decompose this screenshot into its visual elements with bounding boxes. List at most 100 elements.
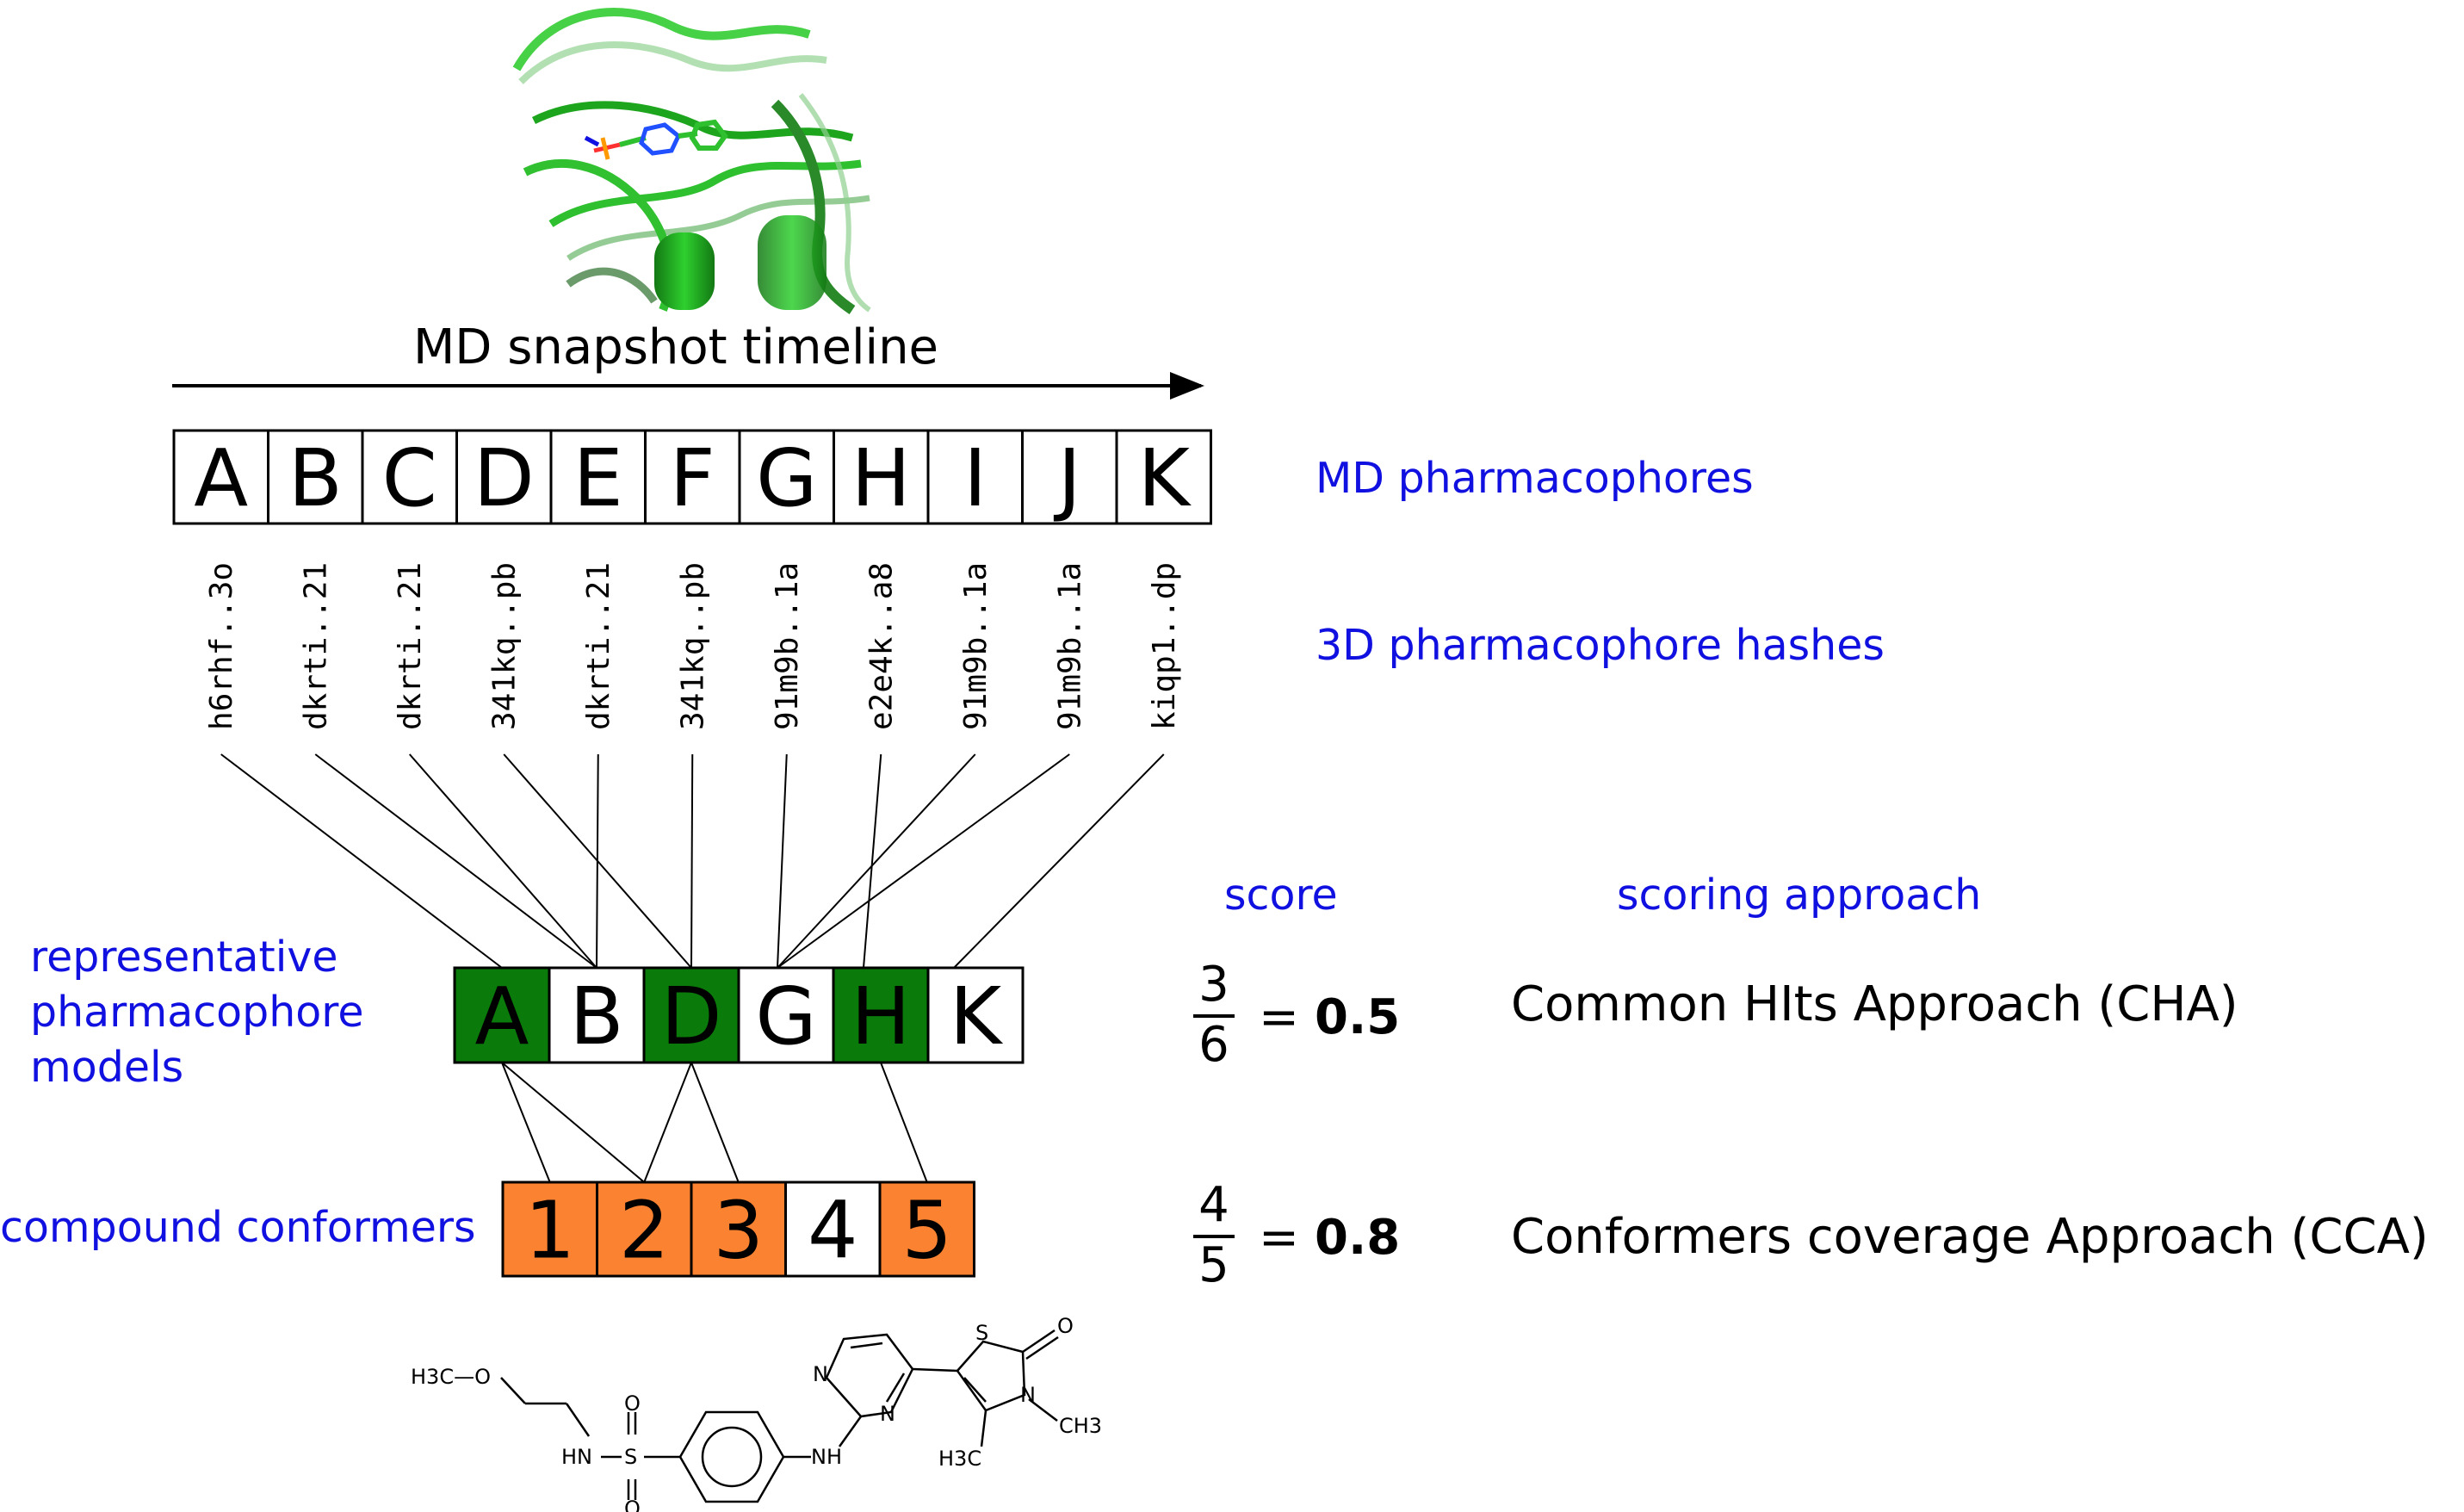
thiazole-s-label: S [975,1321,988,1345]
timeline-title: MD snapshot timeline [413,319,938,375]
cha-numerator: 3 [1198,957,1229,1013]
hash-label: dkrti..21 [393,562,428,730]
snapshot-link [314,753,597,969]
snapshot-label: E [573,432,623,524]
snapshot-box-K: K [1115,429,1212,525]
conformer-label: 5 [901,1185,952,1277]
representative-label: D [661,970,722,1063]
c-methyl-label: H3C [938,1447,981,1471]
nh-label: NH [811,1445,842,1469]
snapshot-box-F: F [644,429,741,525]
conformer-box-1: 1 [501,1180,598,1278]
representative-box-A: A [453,966,551,1064]
hash-label: 91m9b..1a [770,562,805,730]
conformer-links [501,1062,928,1183]
conformer-link [690,1062,740,1183]
representative-box-G: G [737,966,835,1064]
conformer-box-5: 5 [878,1180,975,1278]
methoxy-label: H3C—O [411,1365,491,1389]
hash-label: 341kq..pb [675,562,710,730]
score-header: score [1224,871,1338,920]
n-methyl-label: CH3 [1059,1414,1102,1438]
conformer-link [501,1062,551,1183]
hash-label: 341kq..pb [486,562,522,730]
representative-box-H: H [832,966,930,1064]
snapshot-label: F [670,432,715,524]
protein-structure-icon [504,0,874,314]
hash-label: dkrti..21 [581,562,616,730]
hash-label: 91m9b..1a [1052,562,1087,730]
conformer-link [501,1062,645,1183]
snapshot-label: I [963,432,987,524]
conformer-link [880,1062,928,1183]
ligand-icon [584,119,728,160]
snapshot-label: G [756,432,817,524]
snapshot-link [408,753,597,969]
representative-box-D: D [642,966,740,1064]
representative-label: A [475,970,529,1063]
representative-label: B [569,970,623,1063]
snapshot-links [220,753,1165,969]
cha-equals: = [1259,989,1299,1045]
cca-numerator: 4 [1198,1177,1229,1233]
snapshot-link [953,753,1165,969]
hash-label: h6rhf..3o [204,562,239,730]
cha-denominator: 6 [1198,1017,1229,1073]
conformer-box-4: 4 [784,1180,882,1278]
snapshot-link [220,753,503,969]
hashes-label: 3D pharmacophore hashes [1316,621,1885,670]
representative-box-K: K [926,966,1025,1064]
cca-approach: Conformers coverage Approach (CCA) [1511,1209,2429,1265]
conformer-label: 1 [524,1185,575,1277]
snapshot-label: H [851,432,911,524]
hash-label: e2e4k..a8 [864,562,899,730]
cca-score: 4 5 = 0.8 Conformers coverage Approach (… [1193,1177,2429,1293]
representative-label-line1: representative [30,933,337,982]
hash-row: h6rhf..3o dkrti..21 dkrti..21 341kq..pb dkrt… [204,562,1182,730]
pyrimidine-n1-label: N [813,1362,828,1386]
thiazole-n-label: N [1020,1383,1036,1407]
snapshot-box-D: D [455,429,553,525]
cha-value: 0.5 [1315,989,1400,1045]
hash-label: 91m9b..1a [958,562,994,730]
representative-label-line2: pharmacophore [30,988,364,1037]
cca-denominator: 5 [1198,1237,1229,1293]
scoring-approach-header: scoring approach [1617,871,1981,920]
compound-conformers-label: compound conformers [0,1203,476,1252]
representative-label: K [950,970,1004,1063]
representative-box-B: B [548,966,646,1064]
cca-equals: = [1259,1210,1299,1266]
conformer-label: 2 [619,1185,670,1277]
hash-label: kiqp1..dp [1147,562,1182,730]
md-pharmacophores-label: MD pharmacophores [1316,454,1754,503]
representative-label: H [851,970,910,1063]
representative-label-line3: models [30,1043,183,1092]
cha-approach: Common HIts Approach (CHA) [1511,976,2238,1032]
snapshot-box-H: H [833,429,930,525]
molecule-labels: H3C—O HN S O O NH N N S O N CH3 H3C [411,1314,1102,1512]
snapshot-label: C [382,432,437,524]
pyrimidine-n2-label: N [880,1402,895,1426]
snapshot-label: B [288,432,343,524]
snapshot-box-B: B [267,429,364,525]
sulfonyl-o-bottom-label: O [624,1497,641,1512]
snapshot-link [690,753,694,969]
snapshot-label: K [1138,432,1192,524]
conformer-box-2: 2 [596,1180,693,1278]
keto-o-label: O [1057,1314,1074,1338]
snapshot-label: D [474,432,535,524]
molecule-structure [500,1329,1059,1503]
snapshot-link [863,753,882,969]
conformer-label: 3 [713,1185,764,1277]
hash-label: dkrti..21 [298,562,333,730]
snapshot-box-J: J [1021,429,1118,525]
snapshot-box-G: G [738,429,835,525]
snapshot-link [777,753,976,969]
snapshot-box-E: E [549,429,647,525]
conformer-label: 4 [808,1185,858,1277]
conformer-box-3: 3 [690,1180,787,1278]
